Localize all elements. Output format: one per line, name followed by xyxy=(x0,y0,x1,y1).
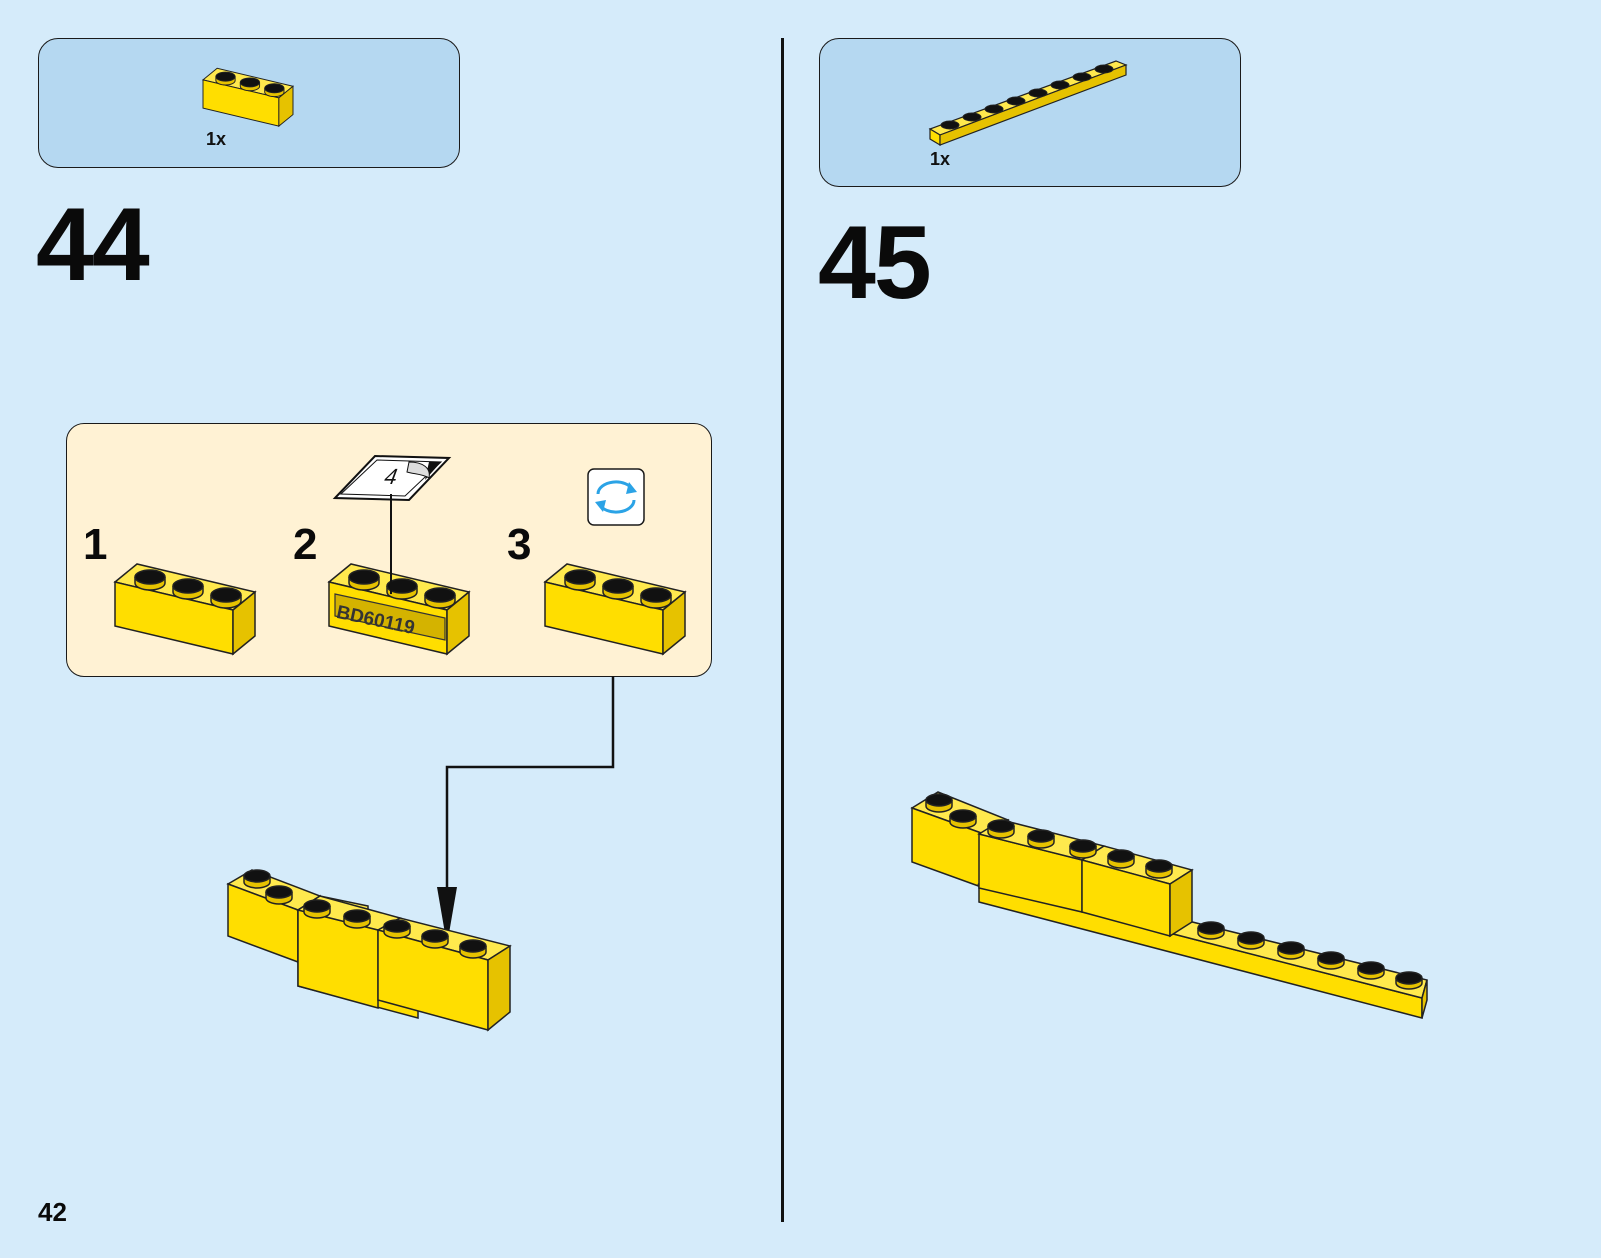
page-number: 42 xyxy=(38,1197,67,1228)
parts-callout-step-45: 1x xyxy=(819,38,1241,187)
part-quantity: 1x xyxy=(930,149,950,170)
step-number-45: 45 xyxy=(818,211,930,315)
step-45-model xyxy=(912,788,1432,1038)
yellow-1x8-plate-icon xyxy=(930,53,1130,149)
page-divider xyxy=(781,38,784,1222)
step-44-model xyxy=(228,866,528,1036)
